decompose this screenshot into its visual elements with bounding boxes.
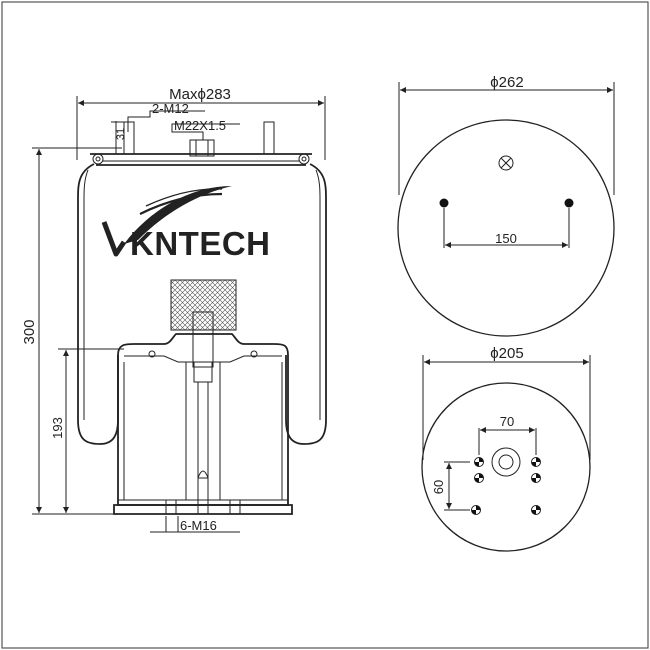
max-diameter-label: Maxϕ283 [169,86,231,103]
top-plate-circle [397,119,615,337]
top-stud-label: M22X1.5 [174,118,226,133]
piston-base-circle [421,382,591,552]
logo-text: KNTECH [130,225,271,262]
top-bolt-hole [439,198,449,208]
bumper-block [170,279,237,331]
overall-height-label: 300 [21,319,38,344]
piston-height-label: 193 [50,417,65,439]
bottom-bolt-holes [471,457,541,515]
bottom-bolts-label: 6-M16 [180,518,217,533]
bolt-height-label: 31 [115,128,127,140]
brand-logo: KNTECH [101,186,271,262]
bolt-spacing-label: 150 [495,231,517,246]
bottom-view-diameter-label: ϕ205 [490,345,523,362]
top-bolts-label: 2-M12 [152,101,189,116]
spacing-y-label: 60 [431,480,446,494]
side-view: Maxϕ283 2-M12 M22X1.5 31 [21,86,327,533]
top-view: ϕ262 150 [397,74,615,337]
spacing-x-label: 70 [500,414,514,429]
bottom-view: ϕ205 70 60 [421,345,591,552]
top-view-diameter-label: ϕ262 [490,74,523,91]
top-bolt-hole [564,198,574,208]
